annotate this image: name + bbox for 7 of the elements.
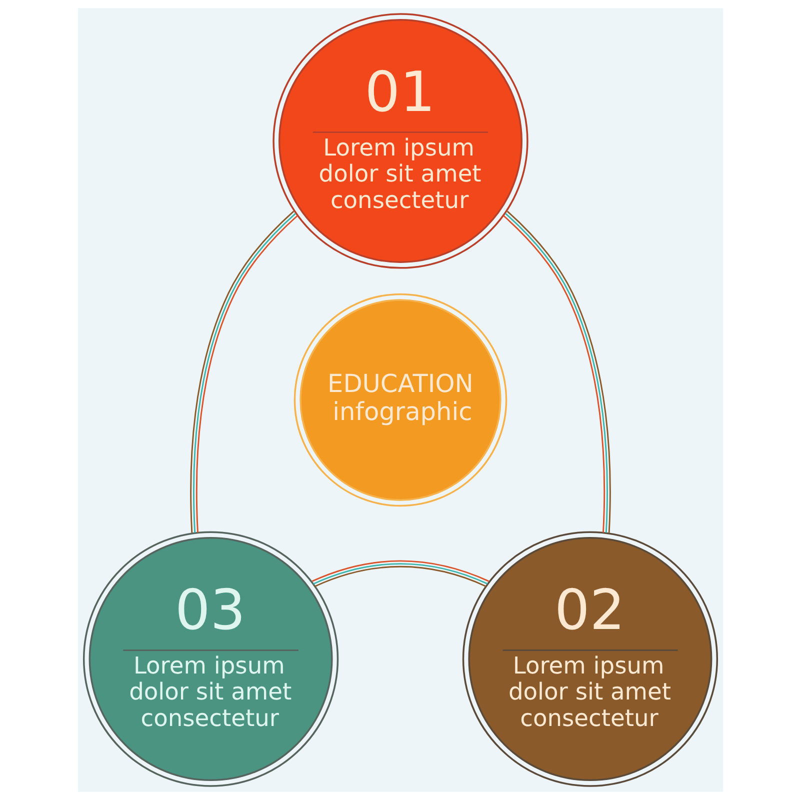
node-circle: 02 Lorem ipsum dolor sit amet consectetur (462, 531, 718, 787)
connector (502, 210, 610, 533)
connector (190, 210, 298, 533)
node-circle: 03 Lorem ipsum dolor sit amet consectetur (82, 531, 338, 787)
node-circle: 01 Lorem ipsum dolor sit amet consectetur (272, 13, 528, 269)
node-circle: EDUCATION infographic (293, 293, 507, 507)
connector (311, 560, 488, 588)
